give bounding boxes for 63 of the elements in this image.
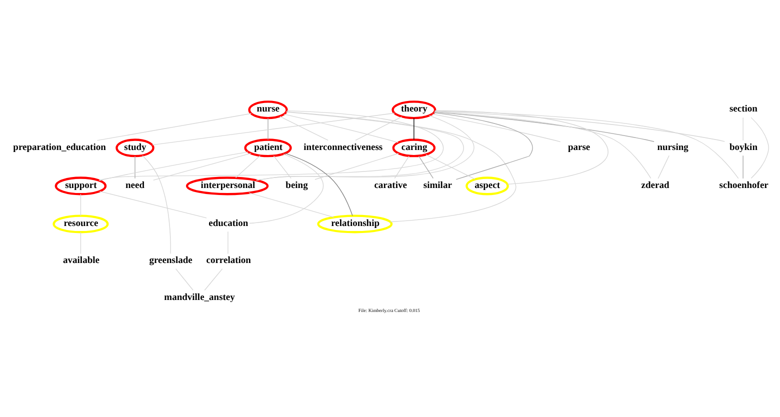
connector	[434, 110, 652, 178]
node-text: carative	[374, 180, 407, 190]
node-text: interconnectiveness	[304, 142, 383, 152]
node-ellipse: caring	[392, 138, 436, 157]
node-text: nursing	[657, 142, 688, 152]
connector	[426, 154, 476, 180]
connector	[249, 153, 324, 224]
connector	[273, 155, 292, 178]
connector	[314, 152, 399, 180]
node-text: available	[63, 256, 100, 266]
connector	[434, 110, 739, 178]
connector	[99, 190, 207, 218]
node-ellipse: nurse	[248, 100, 288, 119]
connector	[658, 154, 670, 178]
connector	[742, 116, 744, 140]
connector	[175, 268, 194, 290]
connector	[355, 116, 402, 140]
connector	[284, 152, 353, 216]
connector	[394, 155, 410, 178]
connector	[235, 154, 260, 178]
connector	[434, 111, 654, 142]
node-text: parse	[568, 142, 590, 152]
connector	[280, 116, 328, 140]
node-ellipse: resource	[52, 214, 109, 233]
node-ellipse: theory	[392, 100, 436, 119]
connector	[99, 151, 248, 180]
connector	[80, 193, 82, 216]
node-ellipse: patient	[244, 138, 292, 157]
node-text: education	[208, 218, 248, 228]
node-text: schoenhofer	[719, 180, 768, 190]
connector	[434, 110, 608, 184]
connector	[134, 155, 136, 178]
connector	[742, 154, 744, 178]
connector	[750, 116, 769, 178]
node-text: similar	[423, 180, 452, 190]
node-ellipse: support	[54, 176, 107, 195]
connector	[434, 110, 725, 142]
connector	[96, 112, 252, 140]
node-text: mandville_anstey	[164, 292, 235, 302]
node-text: boykin	[730, 142, 758, 152]
node-text: preparation_education	[13, 142, 106, 152]
node-ellipse: study	[116, 138, 154, 157]
connector	[204, 268, 223, 290]
connector	[152, 152, 252, 180]
node-text: section	[730, 104, 758, 114]
connector	[142, 154, 171, 254]
connector	[434, 112, 533, 180]
node-text: need	[125, 180, 144, 190]
connector	[152, 112, 395, 145]
node-text: greenslade	[149, 256, 192, 266]
connector	[248, 192, 334, 218]
connector	[284, 113, 398, 142]
node-ellipse: interpersonal	[186, 176, 269, 195]
connector	[418, 155, 434, 178]
node-text: being	[286, 180, 308, 190]
connector	[432, 113, 561, 142]
connector	[80, 231, 82, 254]
node-text: zderad	[641, 180, 670, 190]
connector	[98, 110, 444, 180]
node-text: correlation	[206, 256, 251, 266]
connector	[286, 111, 516, 222]
node-ellipse: aspect	[466, 176, 509, 195]
node-ellipse: relationship	[317, 214, 393, 233]
